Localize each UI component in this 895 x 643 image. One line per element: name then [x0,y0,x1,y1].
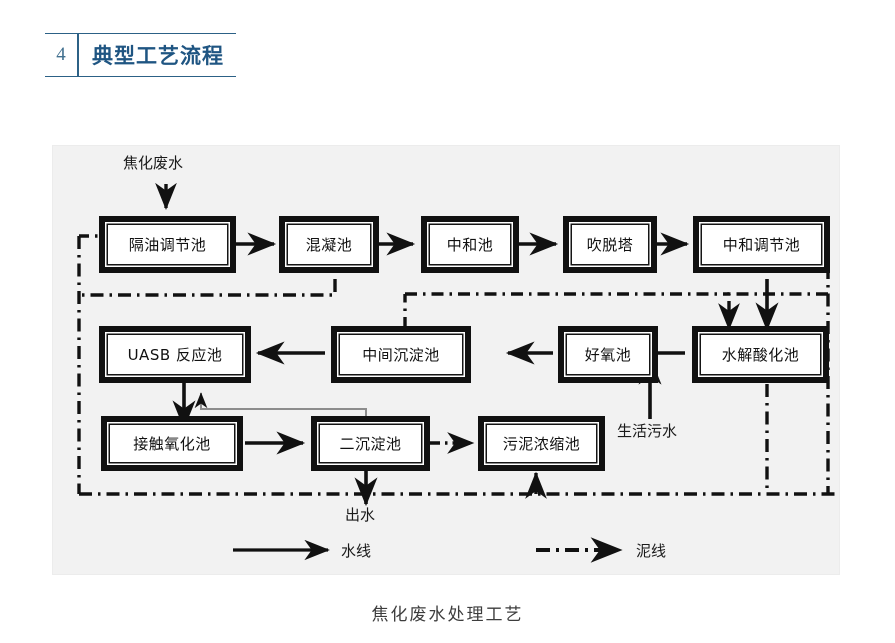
box-sludge-thickening-tank[interactable]: 污泥浓缩池 [478,416,605,471]
box-label: UASB 反应池 [127,346,223,364]
box-stripping-tower[interactable]: 吹脱塔 [563,216,657,273]
figure-caption: 焦化废水处理工艺 [371,605,524,625]
label-effluent: 出水 [345,506,376,524]
line-sludge-recycle-to-uasb [194,392,367,422]
box-contact-oxidation-tank[interactable]: 接触氧化池 [101,416,243,471]
box-label: 接触氧化池 [133,435,211,453]
process-flow-diagram: 隔油调节池 混凝池 中和池 吹脱塔 中和调节池 UASB 反应池 中间沉淀池 好… [52,145,840,575]
legend-label-water-line: 水线 [341,542,372,560]
page-title: 典型工艺流程 [92,45,224,68]
box-coagulation-tank[interactable]: 混凝池 [279,216,379,273]
box-label: 中和池 [446,236,494,254]
label-influent: 焦化废水 [123,154,184,172]
sludge-branch-to-hydrolysis [718,292,828,331]
box-neutralization-regulating-tank[interactable]: 中和调节池 [693,216,830,273]
box-secondary-sedimentation-tank[interactable]: 二沉淀池 [311,416,430,471]
box-label: 隔油调节池 [128,236,207,254]
label-domestic-sewage: 生活污水 [617,422,678,440]
box-oil-separation-regulating-tank[interactable]: 隔油调节池 [99,216,236,273]
sludge-coagulation-branch [79,279,337,297]
box-intermediate-sedimentation-tank[interactable]: 中间沉淀池 [331,326,471,383]
box-label: 中和调节池 [722,236,801,254]
header-divider [77,34,79,76]
box-label: 好氧池 [584,346,632,364]
box-label: 二沉淀池 [339,435,402,453]
box-label: 水解酸化池 [721,346,800,364]
box-uasb-reactor[interactable]: UASB 反应池 [99,326,251,383]
box-label: 中间沉淀池 [362,346,440,364]
section-number: 4 [56,44,66,65]
box-label: 吹脱塔 [586,236,634,254]
legend-label-sludge-line: 泥线 [636,542,667,560]
section-header: 4 典型工艺流程 [45,33,236,77]
box-hydrolysis-acidification-tank[interactable]: 水解酸化池 [692,326,829,383]
box-label: 污泥浓缩池 [502,435,581,453]
box-neutralization-tank[interactable]: 中和池 [421,216,519,273]
box-aerobic-tank[interactable]: 好氧池 [558,326,658,383]
box-label: 混凝池 [305,236,353,254]
